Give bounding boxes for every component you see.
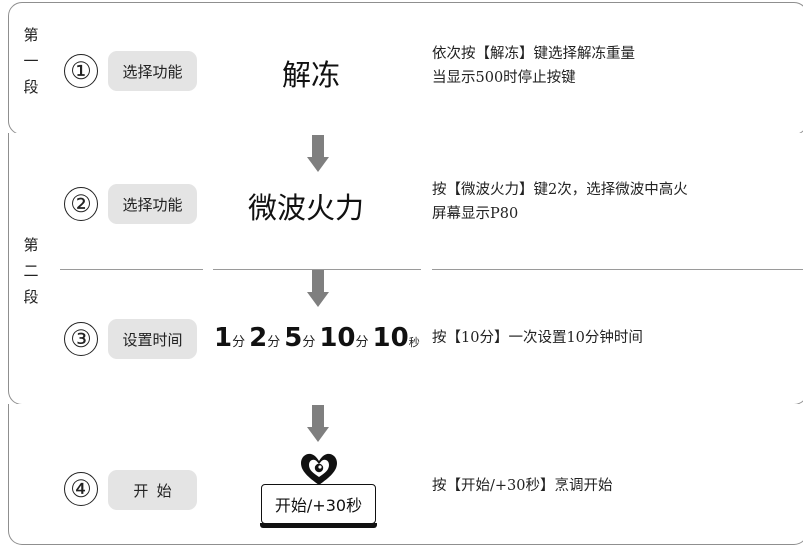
stage-two-label: 第 二 段	[23, 236, 39, 306]
step-number-4: ④	[64, 472, 98, 506]
divider-left	[60, 269, 203, 270]
step-number-1: ①	[64, 54, 98, 88]
step-1-description: 依次按【解冻】键选择解冻重量 当显示500时停止按键	[432, 46, 635, 86]
microwave-power-key[interactable]: 微波火力	[248, 191, 365, 225]
step-3-description: 按【10分】一次设置10分钟时间	[432, 330, 643, 346]
down-arrow-icon	[307, 135, 329, 172]
set-time-button[interactable]: 设置时间	[108, 319, 197, 359]
down-arrow-icon	[307, 270, 329, 307]
time-key-1-min[interactable]: 1	[214, 323, 233, 353]
select-function-button-2[interactable]: 选择功能	[108, 184, 197, 224]
select-function-button[interactable]: 选择功能	[108, 51, 197, 91]
time-key-2-min[interactable]: 2	[249, 323, 268, 353]
step-2-description: 按【微波火力】键2次，选择微波中高火 屏幕显示P80	[432, 182, 688, 222]
start-panel	[8, 404, 803, 545]
stage-one-label: 第 一 段	[23, 26, 39, 96]
time-key-10-min[interactable]: 10	[319, 323, 356, 353]
start-button-label[interactable]: 开 始	[108, 470, 197, 510]
step-4-description: 按【开始/+30秒】烹调开始	[432, 478, 613, 494]
step-number-3: ③	[64, 322, 98, 356]
time-key-5-min[interactable]: 5	[284, 323, 303, 353]
divider-middle	[213, 269, 421, 270]
step-number-2: ②	[64, 187, 98, 221]
start-plus-30s-key[interactable]: 开始/+30秒	[260, 484, 377, 528]
down-arrow-icon	[307, 405, 329, 442]
time-key-10-sec[interactable]: 10	[372, 323, 409, 353]
heart-swirl-icon	[301, 453, 337, 485]
defrost-key[interactable]: 解冻	[282, 58, 341, 92]
divider-right	[432, 269, 803, 270]
